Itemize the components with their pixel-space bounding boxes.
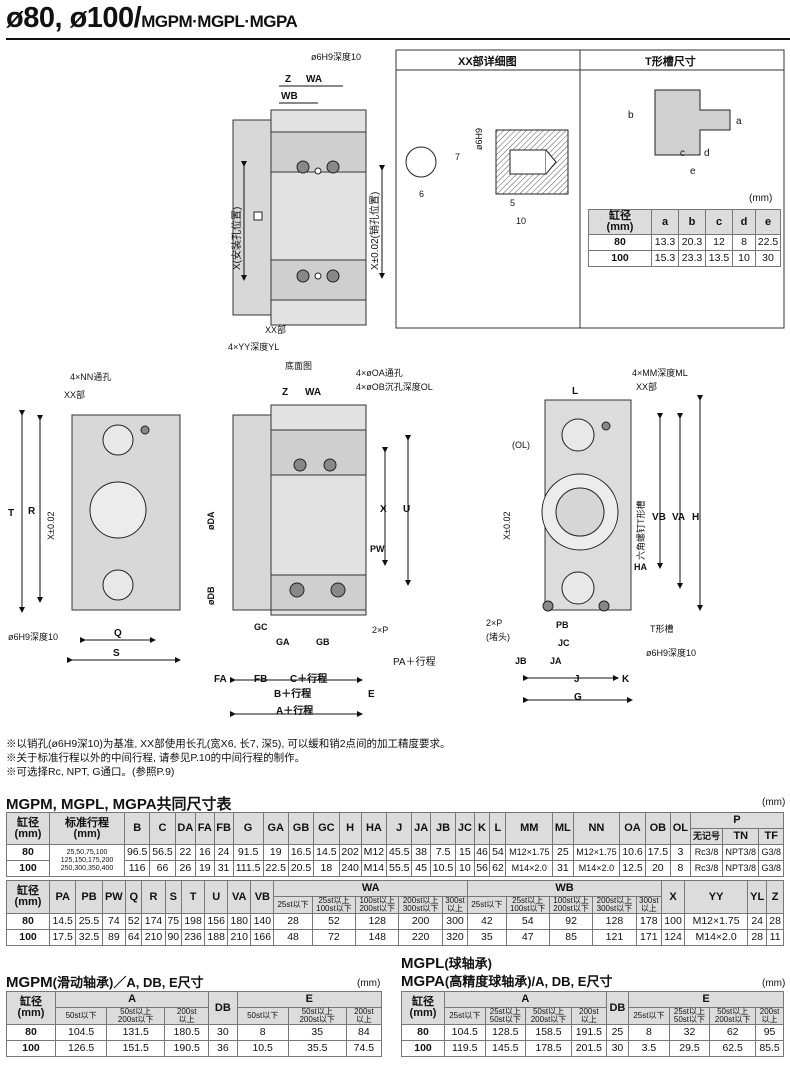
tslot-title: T形槽尺寸 [645,54,696,68]
mgpm-title: MGPM(滑动轴承)／A, DB, E尺寸 [6,974,204,991]
left-xx: XX部 [64,389,85,400]
dim-wa-label: WA [306,74,322,85]
right-hex: 六角螺钉T形槽 [635,501,646,561]
mgpl-unit: (mm) [762,978,786,989]
front-ga: GA [276,637,290,647]
detail-panel-frame [395,49,785,329]
right-x: X±0.02 [502,512,512,540]
right-ha: HA [634,562,647,572]
mgpl-title: MGPL(球轴承) MGPA(高精度球轴承)/A, DB, E尺寸 [401,955,613,990]
note-3: ※可选择Rc, NPT, G通口。(参照P.9) [6,766,175,778]
tslot-e: e [690,166,696,177]
detail-d7: 7 [455,152,460,162]
front-oa: 4×øOA通孔 [356,368,403,378]
front-p: 2×P [372,625,388,635]
right-plug: (堵头) [486,631,510,642]
front-gb: GB [316,637,330,647]
x-mount-label: X(安装孔位置) [230,207,243,270]
right-g: G [574,692,582,703]
left-nn: 4×NN通孔 [70,372,111,382]
tslot-a: a [736,116,742,127]
dim-z-label: Z [285,74,291,85]
front-e: E [368,689,375,700]
right-xx: XX部 [636,381,657,392]
front-ob: 4×øOB沉孔深度OL [356,381,433,392]
drawing-area: Z WA WB ø6H9深度10 X(安装孔位置) X±0.02(销孔位置) X… [8,49,785,717]
right-view-drawing [523,395,703,703]
tslot-drawing [654,89,731,156]
title-rule [6,38,790,40]
note-1: ※以销孔(ø6H9深10)为基准, XX部使用长孔(宽X6, 长7, 深5), … [6,738,451,750]
tslot-c: c [680,148,685,159]
x-pin-label: X±0.02(销孔位置) [368,192,381,270]
detail-d6: 6 [419,189,424,199]
front-u: U [403,504,410,515]
detail-d10: 10 [516,216,526,226]
left-t: T [8,508,14,519]
front-fb: FB [254,674,267,685]
detail-d6h9: ø6H9 [474,128,484,150]
mgpm-unit: (mm) [357,978,381,989]
right-pb: PB [556,620,569,630]
detail-d5: 5 [510,198,515,208]
front-pa: PA＋行程 [393,655,436,668]
front-wa: WA [305,387,321,398]
front-z: Z [282,387,288,398]
yy-label: 4×YY深度YL [228,341,279,352]
left-s: S [113,648,120,659]
right-va: VA [672,512,685,523]
page-title: ø80, ø100/MGPM·MGPL·MGPA [6,2,298,34]
front-c: C＋行程 [290,672,327,685]
left-r: R [28,506,36,517]
front-b: B＋行程 [274,687,311,700]
bottom-view-caption: 底面图 [285,360,312,371]
left-q: Q [114,628,122,639]
front-gc: GC [254,622,268,632]
left-pin: ø6H9深度10 [8,631,58,642]
common-unit: (mm) [762,797,786,808]
bottom-view-drawing [232,85,385,326]
detail-title: XX部详细图 [458,54,517,68]
right-tslot: T形槽 [650,623,674,634]
right-vb: VB [652,512,666,523]
dim-wb-label: WB [281,91,298,102]
right-k: K [622,674,630,685]
front-x: X [380,504,387,515]
notes: ※以销孔(ø6H9深10)为基准, XX部使用长孔(宽X6, 长7, 深5), … [6,737,451,779]
right-l: L [572,386,578,397]
front-da: øDA [206,511,216,530]
right-jb: JB [515,656,527,666]
tslot-b: b [628,110,634,121]
right-h: H [692,512,699,523]
left-x: X±0.02 [46,512,56,540]
tslot-unit: (mm) [749,193,773,204]
right-j: J [574,674,580,685]
common-title: MGPM, MGPL, MGPA共同尺寸表 [6,796,232,813]
front-pw: PW [370,544,385,554]
front-a: A＋行程 [276,704,313,717]
right-jc: JC [558,638,570,648]
front-db: øDB [206,586,216,605]
note-2: ※关于标准行程以外的中间行程, 请参见P.10的中间行程的制作。 [6,752,306,764]
front-fa: FA [214,674,227,685]
xx-label: XX部 [265,324,286,335]
front-view-drawing [230,404,411,717]
right-mm: 4×MM深度ML [632,367,688,378]
right-p: 2×P [486,618,502,628]
left-view-drawing [19,410,181,663]
right-pin: ø6H9深度10 [646,647,696,658]
right-ja: JA [550,656,562,666]
right-ol: (OL) [512,440,530,450]
pin-hole-label: ø6H9深度10 [311,51,361,62]
tslot-d: d [704,148,710,159]
xx-detail-drawing [405,129,569,195]
